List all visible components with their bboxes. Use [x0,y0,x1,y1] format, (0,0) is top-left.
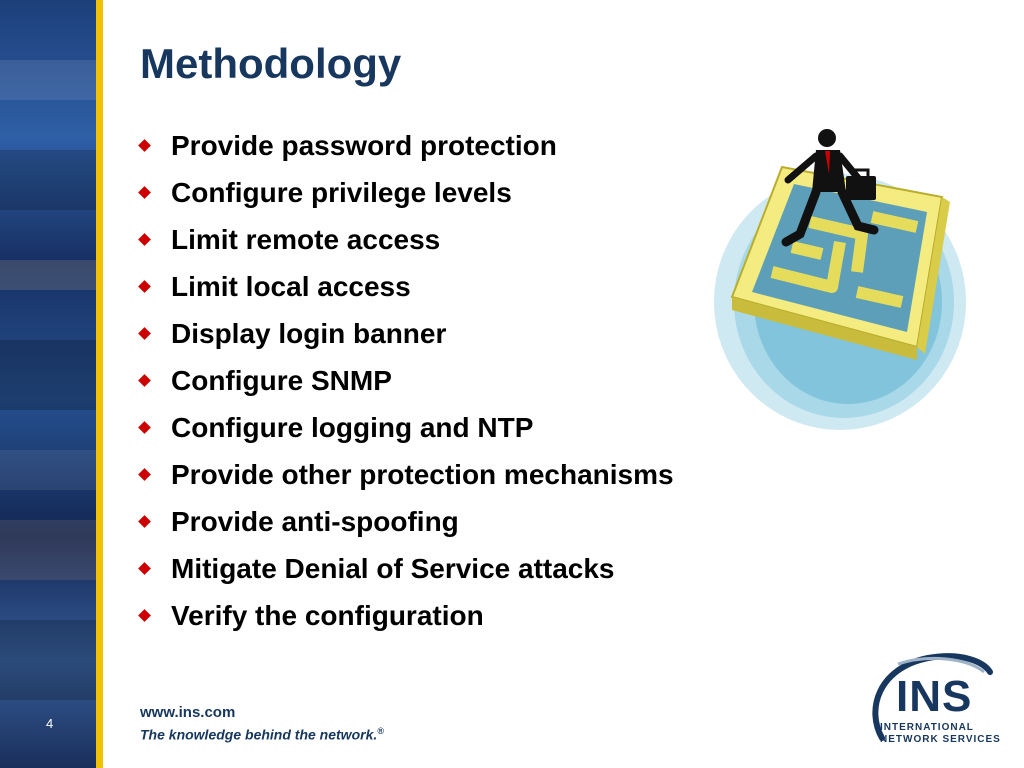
footer-url: www.ins.com [140,704,236,721]
bullet-item: Configure logging and NTP [134,404,674,451]
diamond-bullet-icon [138,327,151,340]
bullet-text: Display login banner [171,317,447,349]
diamond-bullet-icon [138,233,151,246]
diamond-bullet-icon [138,515,151,528]
slide-number: 4 [46,716,54,731]
bullet-item: Limit remote access [134,216,674,263]
bullet-text: Provide password protection [171,129,557,161]
logo-arc-icon [872,653,993,741]
bullet-item: Verify the configuration [134,592,674,639]
bullet-text: Configure logging and NTP [171,411,534,443]
logo-line-1: INTERNATIONAL [880,722,974,733]
diamond-bullet-icon [138,421,151,434]
diamond-bullet-icon [138,139,151,152]
bullet-text: Limit local access [171,270,411,302]
bullet-item: Limit local access [134,263,674,310]
diamond-bullet-icon [138,562,151,575]
bullet-text: Provide other protection mechanisms [171,458,674,490]
logo-line-2: NETWORK SERVICES [880,734,1001,745]
slide-title: Methodology [140,40,402,87]
bullet-text: Mitigate Denial of Service attacks [171,552,615,584]
footer-tagline: The knowledge behind the network.® [140,726,384,743]
accent-bar [96,0,103,768]
registered-mark: ® [377,726,384,736]
bullet-item: Configure privilege levels [134,169,674,216]
bullet-text: Limit remote access [171,223,441,255]
ins-logo: INS INTERNATIONAL NETWORK SERVICES [858,650,1001,750]
diamond-bullet-icon [138,468,151,481]
logo-mark: INS [896,672,973,721]
bullet-item: Display login banner [134,310,674,357]
bullet-list: Provide password protection Configure pr… [134,122,674,639]
diamond-bullet-icon [138,186,151,199]
sidebar-photo-collage: 4 [0,0,96,768]
bullet-text: Configure SNMP [171,364,392,396]
bullet-item: Configure SNMP [134,357,674,404]
bullet-item: Mitigate Denial of Service attacks [134,545,674,592]
diamond-bullet-icon [138,609,151,622]
bullet-item: Provide other protection mechanisms [134,451,674,498]
bullet-item: Provide password protection [134,122,674,169]
diamond-bullet-icon [138,280,151,293]
bullet-text: Provide anti-spoofing [171,505,459,537]
bullet-text: Configure privilege levels [171,176,512,208]
bullet-text: Verify the configuration [171,599,484,631]
businessman-maze-icon [714,129,966,430]
diamond-bullet-icon [138,374,151,387]
bullet-item: Provide anti-spoofing [134,498,674,545]
tagline-text: The knowledge behind the network. [140,726,378,743]
